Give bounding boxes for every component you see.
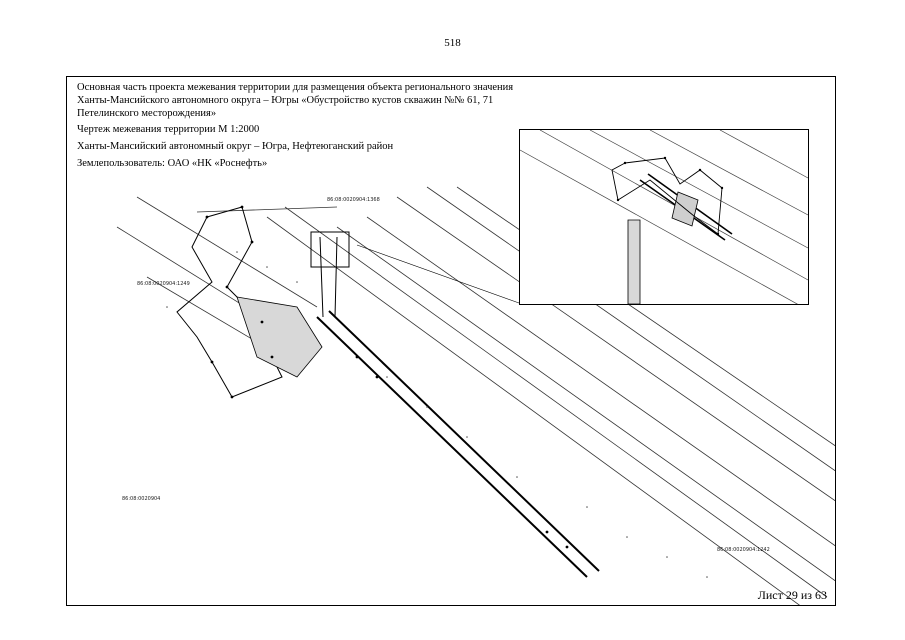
cad-label-1242: 86:08:0020904:1242 — [717, 547, 770, 553]
detail-inset-drawing — [520, 130, 808, 304]
header-line-4: Чертеж межевания территории М 1:2000 — [77, 124, 260, 135]
header-line-3: Петелинского месторождения» — [77, 108, 217, 119]
sheet-number: Лист 29 из 63 — [757, 588, 827, 602]
cad-label-0020904: 86:08:0020904 — [122, 496, 160, 502]
header-line-2: Ханты-Мансийского автономного округа – Ю… — [77, 95, 494, 106]
detail-inset — [519, 129, 809, 305]
cadastral-drawing: 86:08:0020904:1368 86:08:0020904:1249 86… — [116, 186, 835, 605]
header-line-6: Землепользователь: ОАО «НК «Роснефть» — [77, 158, 268, 169]
drawing-frame: 86:08:0020904:1368 86:08:0020904:1249 86… — [66, 76, 836, 606]
cad-label-1368: 86:08:0020904:1368 — [327, 197, 380, 203]
cad-label-1249: 86:08:0020904:1249 — [137, 281, 190, 287]
header-line-5: Ханты-Мансийский автономный округ – Югра… — [77, 141, 394, 152]
header-line-1: Основная часть проекта межевания террито… — [77, 82, 514, 93]
page-number: 518 — [444, 37, 461, 49]
